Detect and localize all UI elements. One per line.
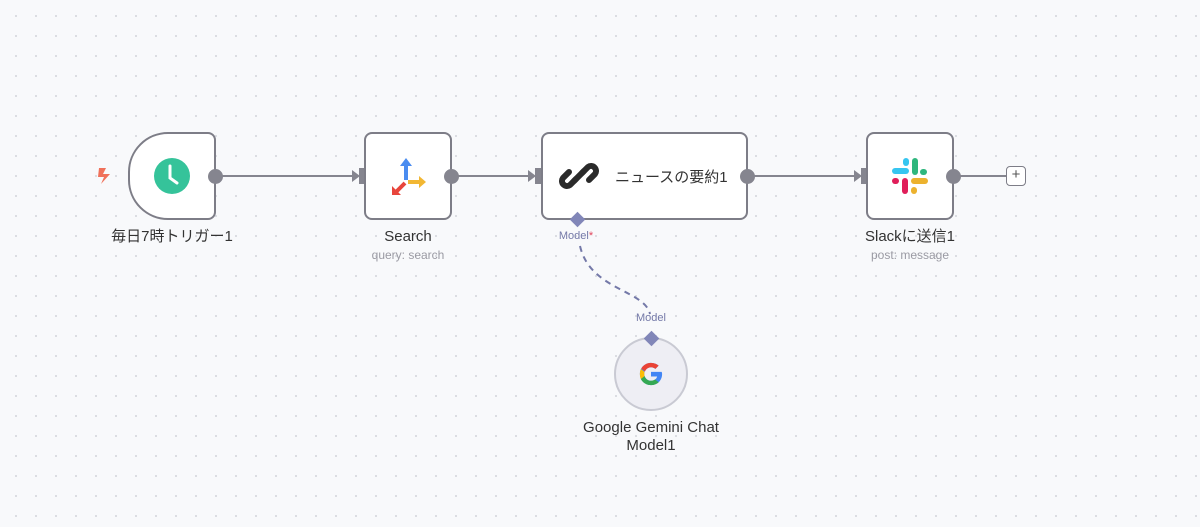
- arrow-icon: [854, 170, 862, 182]
- node-slack[interactable]: [866, 132, 954, 220]
- clock-icon: [154, 158, 190, 194]
- search-axes-icon: [392, 158, 426, 195]
- bolt-icon: [98, 168, 110, 184]
- output-handle[interactable]: [208, 169, 223, 184]
- node-subtitle: post: message: [870, 248, 950, 262]
- output-handle[interactable]: [444, 169, 459, 184]
- node-label: Search: [384, 228, 432, 245]
- node-gemini-chat-model[interactable]: [614, 337, 688, 411]
- arrow-icon: [352, 170, 360, 182]
- model-port-label: Model*: [559, 230, 593, 242]
- node-subtitle: query: search: [371, 248, 445, 262]
- link-icon: [559, 163, 599, 189]
- input-handle[interactable]: [535, 168, 541, 184]
- add-node-button[interactable]: +: [1006, 166, 1026, 186]
- node-label: Slackに送信1: [864, 228, 956, 245]
- input-handle[interactable]: [359, 168, 365, 184]
- edge-model-dashed: [579, 245, 651, 315]
- output-handle[interactable]: [740, 169, 755, 184]
- node-search[interactable]: [364, 132, 452, 220]
- node-news-summary[interactable]: ニュースの要約1: [541, 132, 748, 220]
- label-line2: Model1: [626, 437, 676, 454]
- output-handle[interactable]: [946, 169, 961, 184]
- input-handle[interactable]: [861, 168, 867, 184]
- node-label: 毎日7時トリガー1: [111, 228, 233, 245]
- model-port-label: Model: [636, 312, 666, 324]
- slack-icon: [892, 158, 928, 194]
- google-icon: [639, 362, 663, 386]
- port-label-text: Model: [558, 230, 589, 242]
- required-mark: *: [588, 230, 594, 242]
- arrow-icon: [528, 170, 536, 182]
- node-schedule-trigger[interactable]: [128, 132, 216, 220]
- node-label: ニュースの要約1: [615, 168, 728, 186]
- label-line1: Google Gemini Chat: [583, 419, 719, 436]
